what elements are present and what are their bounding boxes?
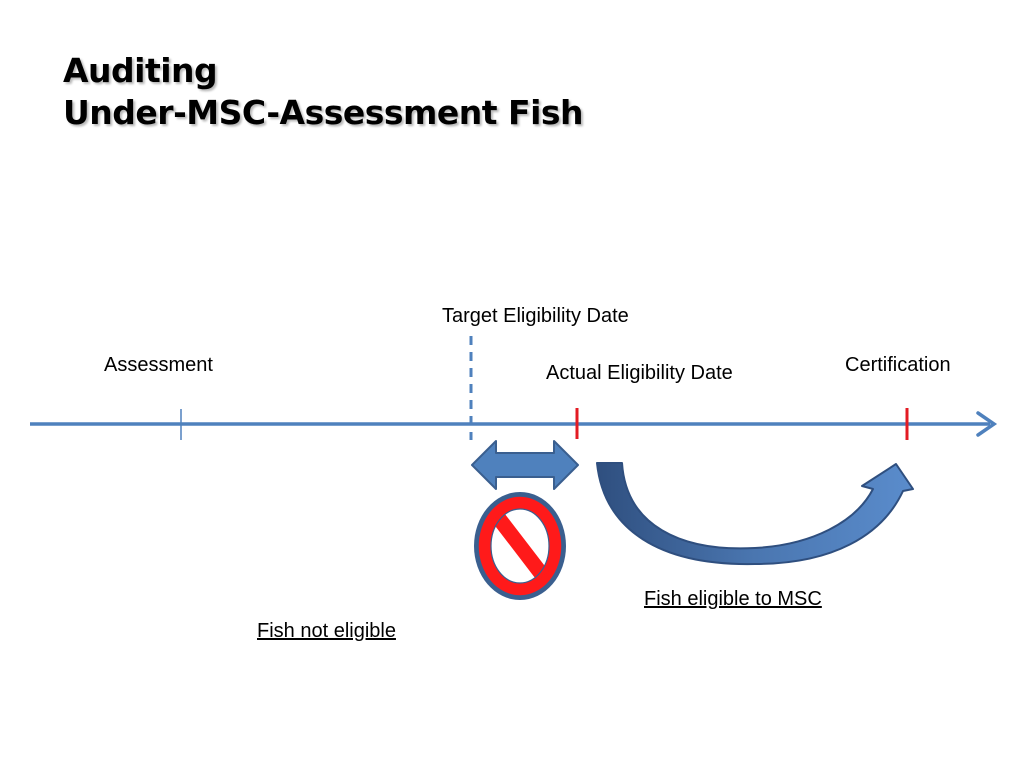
slide-title: Auditing Under-MSC-Assessment Fish: [63, 50, 584, 133]
fish-eligible-label: Fish eligible to MSC: [644, 588, 822, 610]
certification-label: Certification: [845, 354, 951, 376]
curved-arrow-icon: [596, 462, 914, 566]
assessment-label: Assessment: [104, 354, 213, 376]
timeline-arrowhead-icon: [976, 411, 998, 437]
fish-not-eligible-label: Fish not eligible: [257, 620, 396, 642]
no-sign-icon: [474, 492, 566, 600]
title-line-under-msc: Under-MSC-Assessment Fish: [63, 92, 584, 132]
target-eligibility-date-label: Target Eligibility Date: [442, 305, 629, 327]
double-headed-arrow-icon: [471, 440, 579, 490]
title-line-auditing: Auditing: [63, 51, 218, 90]
actual-eligibility-date-label: Actual Eligibility Date: [546, 362, 733, 384]
